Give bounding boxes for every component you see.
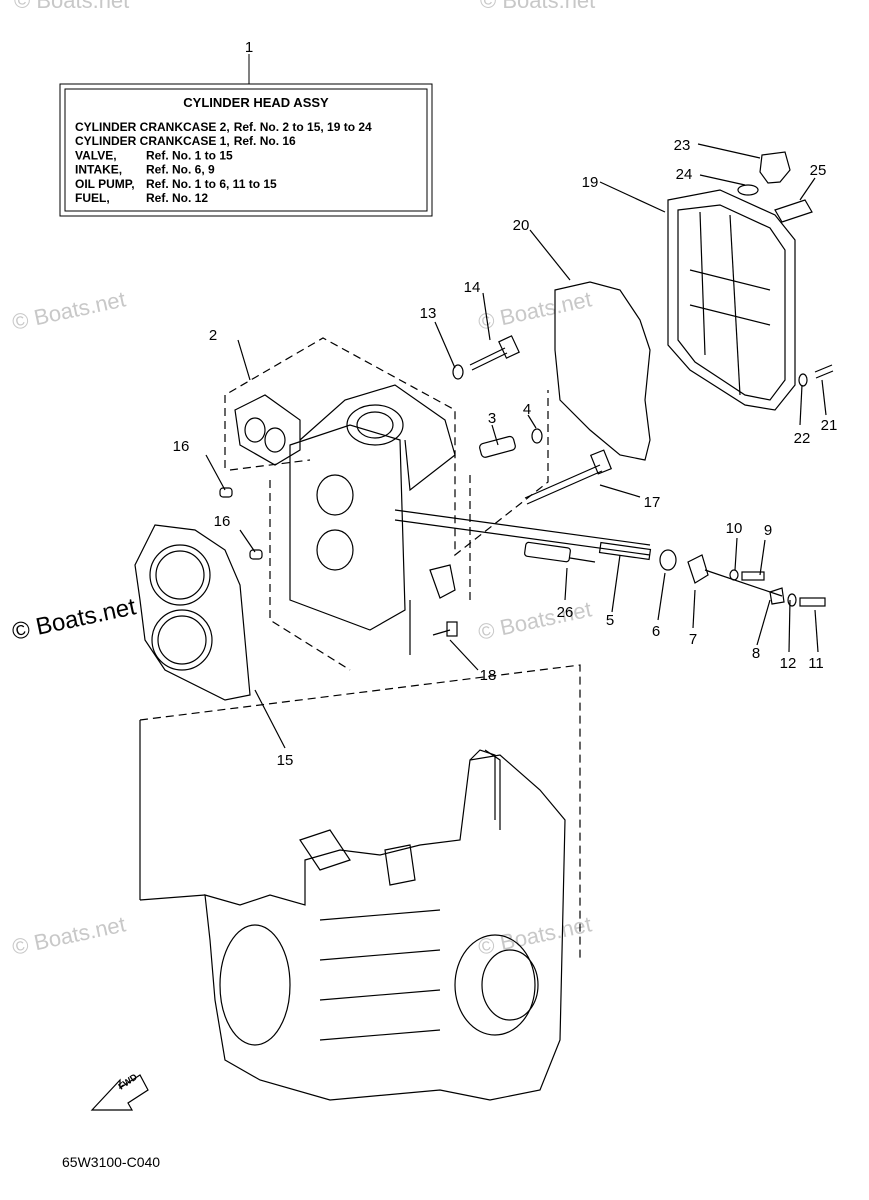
callout-number: 16 xyxy=(214,513,231,530)
diagram-code: 65W3100-C040 xyxy=(62,1154,160,1170)
callout-number: 16 xyxy=(173,438,190,455)
watermark: © Boats.net xyxy=(476,286,594,334)
watermark: © Boats.net xyxy=(14,0,129,13)
callout-number: 22 xyxy=(794,430,811,447)
watermark-dark: © Boats.net xyxy=(10,593,139,646)
callout-number: 14 xyxy=(464,279,481,296)
callout-number: 20 xyxy=(513,217,530,234)
callout-number: 11 xyxy=(808,655,824,672)
callout-number: 6 xyxy=(652,623,660,640)
callout-number: 3 xyxy=(488,410,496,427)
assembly-info-box: CYLINDER HEAD ASSY CYLINDER CRANKCASE 2,… xyxy=(59,54,433,217)
callout-number: 8 xyxy=(752,645,760,662)
callout-number: 26 xyxy=(557,604,574,621)
callout-number: 7 xyxy=(689,631,697,648)
box-row-ref: Ref. No. 1 to 6, 11 to 15 xyxy=(146,177,277,191)
callout-number: 15 xyxy=(277,752,294,769)
callout-number: 18 xyxy=(480,667,497,684)
box-row-ref: Ref. No. 6, 9 xyxy=(146,163,215,177)
callout-number: 21 xyxy=(821,417,838,434)
fwd-label: FWD xyxy=(116,1071,139,1091)
watermark: © Boats.net xyxy=(10,911,128,959)
box-row-label: INTAKE, xyxy=(75,163,122,177)
drawing-lines xyxy=(90,143,834,1111)
box-row-label: OIL PUMP, xyxy=(75,177,135,191)
callout-number: 2 xyxy=(209,327,217,344)
box-row-label: FUEL, xyxy=(75,191,110,205)
watermark: © Boats.net xyxy=(10,286,128,334)
callout-number: 24 xyxy=(676,166,693,183)
box-row-label: CYLINDER CRANKCASE 1, xyxy=(75,134,230,148)
callout-number: 13 xyxy=(420,305,437,322)
callout-number: 23 xyxy=(674,137,691,154)
callout-number: 5 xyxy=(606,612,614,629)
box-row-label: CYLINDER CRANKCASE 2, xyxy=(75,120,230,134)
box-row-ref: Ref. No. 12 xyxy=(146,191,208,205)
callout-number: 25 xyxy=(810,162,827,179)
callout-number: 9 xyxy=(764,522,772,539)
callout-number: 12 xyxy=(780,655,797,672)
watermark: © Boats.net xyxy=(476,596,594,644)
watermark: © Boats.net xyxy=(480,0,595,13)
box-row-label: VALVE, xyxy=(75,148,117,162)
callout-number: 19 xyxy=(582,174,599,191)
box-row-ref: Ref. No. 2 to 15, 19 to 24 xyxy=(234,120,372,134)
callout-number: 4 xyxy=(523,401,531,418)
callout-number: 10 xyxy=(726,520,743,537)
callout-number: 1 xyxy=(245,39,253,56)
box-row-ref: Ref. No. 1 to 15 xyxy=(146,148,233,162)
box-row-ref: Ref. No. 16 xyxy=(234,134,296,148)
callout-number: 17 xyxy=(644,494,661,511)
watermark: © Boats.net xyxy=(476,911,594,959)
box-title: CYLINDER HEAD ASSY xyxy=(183,95,329,110)
